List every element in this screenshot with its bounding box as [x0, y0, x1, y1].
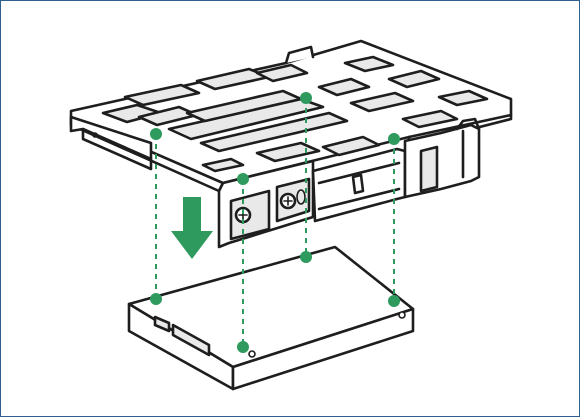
- ssd-screw-hole-icon: [150, 293, 162, 305]
- latch-block-face: [419, 145, 439, 193]
- latch-block-tab: [455, 117, 481, 131]
- ssd-connector: [153, 315, 171, 333]
- tray-left-wall: [69, 115, 153, 161]
- tray-back-tab: [284, 45, 315, 65]
- ssd-side-hole: [398, 311, 406, 319]
- latch-notch: [351, 173, 365, 195]
- drive-tray: [69, 39, 513, 249]
- ssd-right-face: [231, 307, 415, 391]
- ssd-side-hole: [248, 350, 256, 358]
- tray-screw-hole-icon: [388, 133, 400, 145]
- ssd-drive: [127, 245, 415, 391]
- alignment-guides: [155, 98, 395, 347]
- tray-left-wall-edge: [81, 127, 153, 171]
- tray-screw-hole-icon: [237, 173, 249, 185]
- left-wall-hole: [92, 132, 98, 138]
- screw-icon: [234, 206, 252, 224]
- tray-cutouts: [101, 55, 489, 173]
- ssd-screw-hole-icon: [388, 295, 400, 307]
- screw-icon: [279, 192, 297, 210]
- latch-grip: [317, 161, 401, 211]
- ssd-screw-hole-icon: [300, 251, 312, 263]
- front-wall-oval-hole: [296, 189, 306, 205]
- screw-points: [150, 92, 400, 353]
- ssd-screw-hole-icon: [237, 341, 249, 353]
- tray-screw-hole-icon: [300, 92, 312, 104]
- tray-latch-handle: [311, 147, 407, 223]
- ssd-connector-main: [171, 323, 211, 357]
- insert-arrow-icon: [171, 197, 213, 259]
- tray-screw-hole-icon: [150, 128, 162, 140]
